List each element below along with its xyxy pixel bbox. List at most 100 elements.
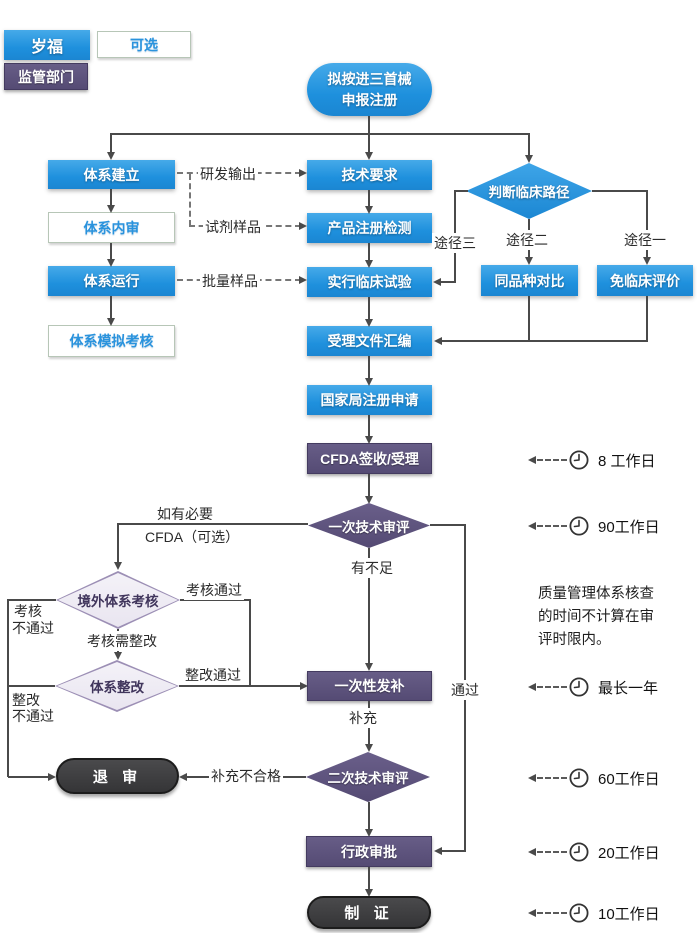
connector xyxy=(249,599,251,687)
note-line3: 评时限内。 xyxy=(538,632,611,649)
arrowhead xyxy=(365,889,373,897)
timer-certificate: 10工作日 xyxy=(528,901,660,925)
arrowhead xyxy=(528,848,536,856)
connector xyxy=(430,524,466,526)
decision-first-review: 一次技术审评 xyxy=(308,503,430,548)
node-clinical-trial: 实行临床试验 xyxy=(307,267,432,297)
connector xyxy=(7,599,9,777)
connector xyxy=(368,415,370,439)
legend-applicant: 岁福 xyxy=(4,30,90,60)
edge-label-path2: 途径二 xyxy=(504,230,550,250)
connector xyxy=(439,340,648,342)
arrowhead xyxy=(365,260,373,268)
connector xyxy=(439,850,466,852)
arrowhead xyxy=(365,319,373,327)
arrowhead xyxy=(434,337,442,345)
arrowhead xyxy=(365,378,373,386)
edge-label-supplement-fail: 补充不合格 xyxy=(209,766,283,786)
connector-dashed xyxy=(537,686,567,688)
arrowhead xyxy=(114,652,122,660)
arrowhead xyxy=(299,222,307,230)
connector xyxy=(368,116,370,133)
arrowhead xyxy=(525,257,533,265)
node-system-setup: 体系建立 xyxy=(48,160,175,189)
connector xyxy=(368,243,370,263)
edge-label-audit-fail-2: 不通过 xyxy=(12,620,54,636)
node-dossier-compilation: 受理文件汇编 xyxy=(307,326,432,356)
connector xyxy=(118,523,308,525)
node-technical-requirements: 技术要求 xyxy=(307,160,432,190)
connector xyxy=(368,297,370,322)
edge-label-rectify-pass: 整改通过 xyxy=(183,665,243,685)
node-same-kind-comparison: 同品种对比 xyxy=(481,265,578,296)
connector xyxy=(368,356,370,381)
connector-dashed xyxy=(537,912,567,914)
timer-approval: 20工作日 xyxy=(528,840,660,864)
decision-overseas-audit-label: 境外体系考核 xyxy=(77,594,159,609)
node-system-mock-audit: 体系模拟考核 xyxy=(48,325,175,357)
decision-clinical-path: 判断临床路径 xyxy=(466,163,592,219)
edge-label-deficient: 有不足 xyxy=(349,558,395,578)
clock-icon xyxy=(569,903,589,923)
timer-label: 最长一年 xyxy=(598,679,659,697)
connector xyxy=(646,190,648,260)
edge-label-if-necessary: 如有必要 xyxy=(157,506,213,522)
arrowhead xyxy=(525,155,533,163)
connector xyxy=(454,190,468,192)
node-product-registration-testing: 产品注册检测 xyxy=(307,213,432,243)
edge-label-rd-output: 研发输出 xyxy=(198,164,258,184)
arrowhead xyxy=(107,318,115,326)
legend-regulator: 监管部门 xyxy=(4,63,88,90)
arrowhead xyxy=(114,562,122,570)
node-system-operation: 体系运行 xyxy=(48,266,175,296)
connector xyxy=(8,685,55,687)
connector xyxy=(180,599,251,601)
timer-second-review: 60工作日 xyxy=(528,766,660,790)
timer-first-review: 90工作日 xyxy=(528,514,660,538)
arrowhead xyxy=(528,683,536,691)
arrowhead xyxy=(299,169,307,177)
connector xyxy=(110,133,112,154)
arrowhead xyxy=(107,259,115,267)
node-clinical-exemption: 免临床评价 xyxy=(597,265,693,296)
edge-label-audit-need-rectify: 考核需整改 xyxy=(85,631,159,651)
arrowhead xyxy=(48,773,56,781)
arrowhead xyxy=(365,744,373,752)
decision-overseas-audit-inner: 境外体系考核 xyxy=(58,573,178,627)
connector xyxy=(368,867,370,892)
connector xyxy=(368,802,370,832)
arrowhead xyxy=(433,278,441,286)
timer-cfda-acceptance: 8 工作日 xyxy=(528,448,656,472)
decision-overseas-audit: 境外体系考核 xyxy=(56,571,180,629)
arrowhead xyxy=(365,829,373,837)
clock-icon xyxy=(569,842,589,862)
connector xyxy=(8,776,50,778)
edge-label-audit-pass: 考核通过 xyxy=(184,580,244,600)
connector xyxy=(438,281,456,283)
node-start: 拟按进三首械 申报注册 xyxy=(307,63,432,116)
decision-clinical-path-label: 判断临床路径 xyxy=(488,185,570,200)
timer-label: 60工作日 xyxy=(598,770,660,788)
connector xyxy=(368,133,370,154)
timer-supplement: 最长一年 xyxy=(528,675,658,699)
note-line1: 质量管理体系核查 xyxy=(538,586,654,602)
connector xyxy=(110,189,112,208)
arrowhead xyxy=(528,909,536,917)
timer-label: 10工作日 xyxy=(598,905,660,923)
clock-icon xyxy=(569,768,589,788)
connector xyxy=(528,296,530,342)
connector xyxy=(368,474,370,499)
node-rejection: 退 审 xyxy=(56,758,179,794)
note-line2: 的时间不计算在审 xyxy=(538,609,654,626)
node-certificate-issuance: 制 证 xyxy=(307,896,431,929)
arrowhead xyxy=(528,774,536,782)
connector-dashed xyxy=(537,777,567,779)
timer-label: 90工作日 xyxy=(598,518,660,536)
edge-label-path1: 途径一 xyxy=(622,230,668,250)
arrowhead xyxy=(107,152,115,160)
decision-second-review-label: 二次技术审评 xyxy=(327,771,409,786)
edge-label-supplement: 补充 xyxy=(347,708,379,728)
timer-label: 8 工作日 xyxy=(598,452,656,470)
edge-label-batch-sample: 批量样品 xyxy=(200,271,260,291)
